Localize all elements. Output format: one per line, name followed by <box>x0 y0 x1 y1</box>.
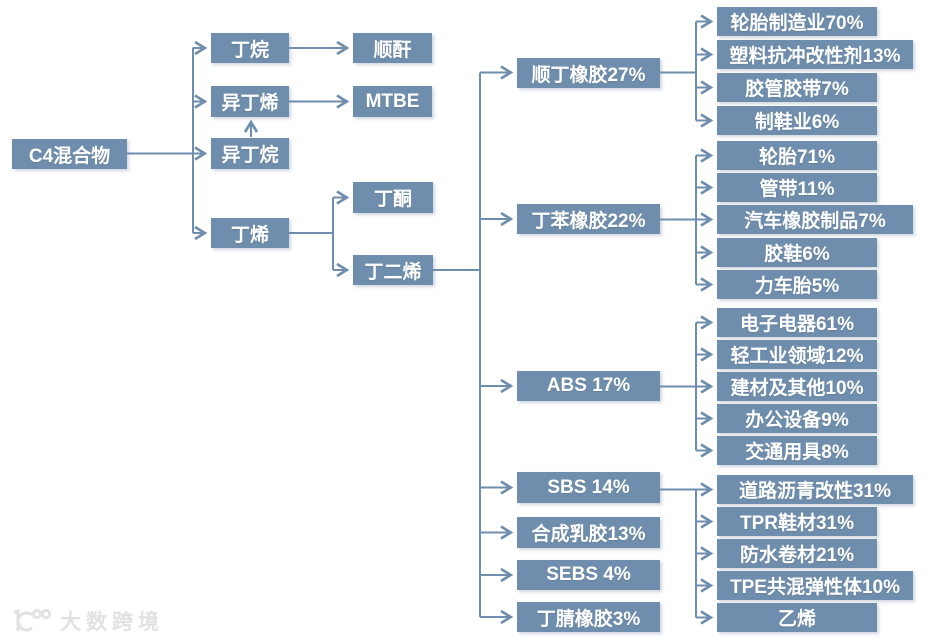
node-use-plastic-impact-modifier: 塑料抗冲改性剂13% <box>717 40 913 69</box>
node-use-tires: 轮胎71% <box>717 141 877 170</box>
node-use-tire-manufacturing: 轮胎制造业70% <box>717 7 877 36</box>
node-nbr-rubber: 丁腈橡胶3% <box>517 602 660 632</box>
dashu-logo-icon <box>13 608 52 632</box>
node-mtbe: MTBE <box>353 86 432 117</box>
node-use-bicycle-tires: 力车胎5% <box>717 270 877 299</box>
node-abs: ABS 17% <box>517 371 660 401</box>
node-use-rubber-shoes: 胶鞋6% <box>717 238 877 267</box>
node-butanone: 丁酮 <box>353 182 433 213</box>
node-maleic-anhydride: 顺酐 <box>353 33 432 63</box>
node-use-road-asphalt-modification: 道路沥青改性31% <box>717 475 913 504</box>
node-use-shoemaking: 制鞋业6% <box>717 106 877 135</box>
node-use-building-materials: 建材及其他10% <box>717 372 877 401</box>
node-use-electronics: 电子电器61% <box>717 308 877 337</box>
node-butane: 丁烷 <box>211 33 289 63</box>
node-use-tpe-blend-elastomer: TPE共混弹性体10% <box>717 571 913 600</box>
node-sbs: SBS 14% <box>517 472 660 503</box>
watermark: 大数跨境 <box>10 606 164 636</box>
node-isobutane: 异丁烷 <box>211 138 289 169</box>
watermark-text: 大数跨境 <box>60 611 164 634</box>
node-use-pipe-belt: 管带11% <box>717 173 877 202</box>
node-use-transport-appliances: 交通用具8% <box>717 436 877 465</box>
node-sbr-rubber: 丁苯橡胶22% <box>517 204 660 234</box>
node-use-auto-rubber-parts: 汽车橡胶制品7% <box>717 205 913 234</box>
node-use-ethylene: 乙烯 <box>717 603 877 632</box>
node-use-waterproof-membrane: 防水卷材21% <box>717 539 877 568</box>
node-isobutylene: 异丁烯 <box>211 86 289 117</box>
node-use-office-equipment: 办公设备9% <box>717 404 877 433</box>
node-use-tpr-shoe-material: TPR鞋材31% <box>717 507 877 536</box>
node-sebs: SEBS 4% <box>517 560 660 590</box>
node-cis-polybutadiene-rubber: 顺丁橡胶27% <box>517 58 660 88</box>
node-use-hose-tape: 胶管胶带7% <box>717 73 877 102</box>
node-c4-mixture: C4混合物 <box>12 139 127 169</box>
node-butadiene: 丁二烯 <box>353 255 433 285</box>
node-synthetic-latex: 合成乳胶13% <box>517 517 660 548</box>
node-butene: 丁烯 <box>211 218 289 248</box>
node-use-light-industry: 轻工业领域12% <box>717 340 877 369</box>
